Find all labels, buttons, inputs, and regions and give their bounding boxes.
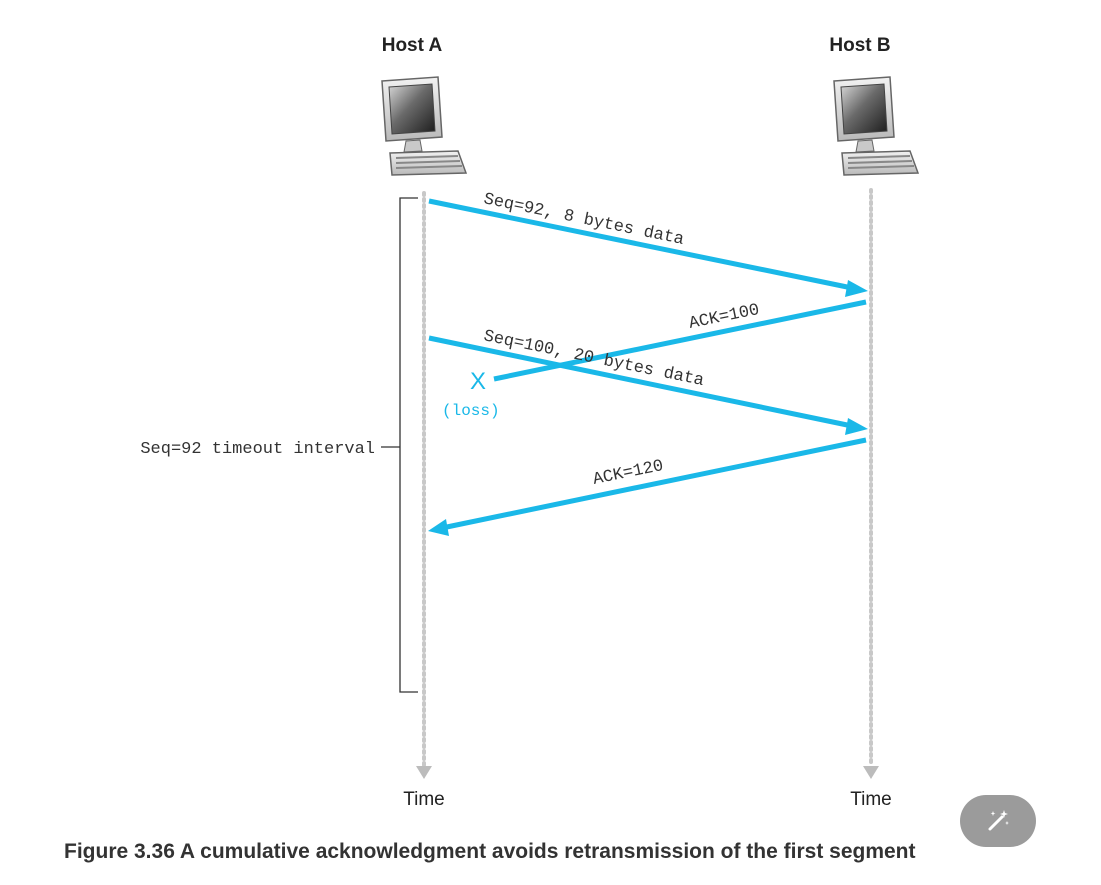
loss-label: (loss) [442,402,500,420]
host-a-time-label: Time [403,789,445,810]
host-b-label: Host B [829,35,890,56]
loss-mark: X [470,368,486,395]
message-label-seq100: Seq=100, 20 bytes data [482,327,706,391]
message-arrowhead-seq92-icon [845,280,868,297]
timeout-interval-label: Seq=92 timeout interval [140,440,375,459]
figure-caption: Figure 3.36 A cumulative acknowledgment … [64,840,916,863]
magic-wand-icon [988,810,1009,831]
message-arrowhead-ack120-icon [428,519,449,536]
host-b-computer-icon [833,76,919,176]
host-a-label: Host A [382,35,443,56]
message-arrow-ack120 [441,437,867,531]
message-arrow-seq100 [428,335,853,429]
message-arrowhead-seq100-icon [845,418,868,435]
magic-wand-button[interactable] [960,795,1036,847]
host-a-time-arrow-icon [416,766,432,779]
host-b-time-arrow-icon [863,766,879,779]
host-b-time-label: Time [850,789,892,810]
host-a-computer-icon [381,76,467,176]
timeout-bracket [399,197,418,693]
message-arrow-seq92 [428,198,853,291]
